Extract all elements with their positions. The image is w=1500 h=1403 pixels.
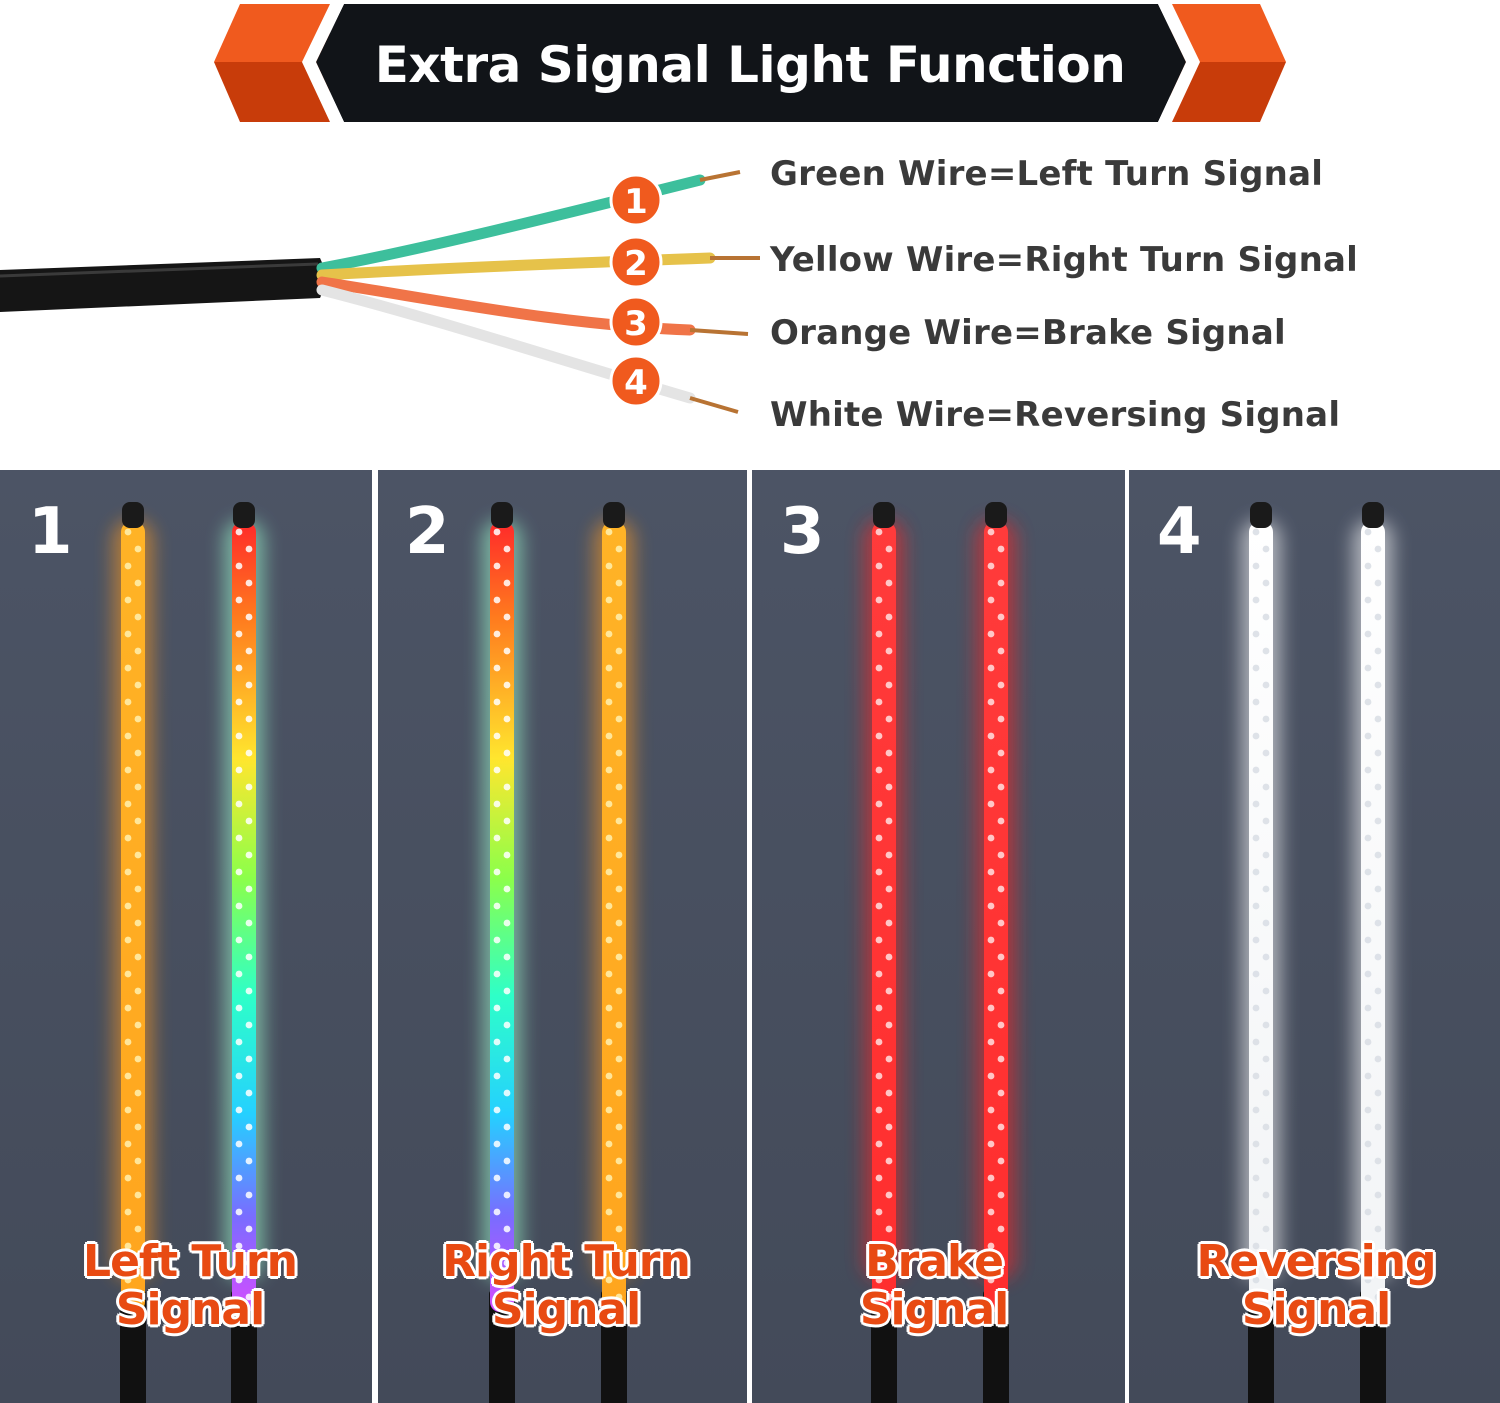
whip-cap (1362, 502, 1384, 528)
panel-reversing (1129, 470, 1500, 1403)
wire-label-green: Green Wire=Left Turn Signal (770, 154, 1324, 194)
whip-cap (985, 502, 1007, 528)
caption-left-turn: Left Turn Signal (10, 1238, 370, 1334)
panel-number-4: 4 (1157, 495, 1202, 569)
caption-line-2: Signal (859, 1284, 1009, 1335)
wire-label-orange: Orange Wire=Brake Signal (770, 313, 1286, 353)
left-whip-light (482, 502, 522, 1403)
whip-base (489, 1290, 515, 1403)
caption-line-2: Signal (491, 1284, 641, 1335)
caption-brake: Brake Signal (754, 1238, 1114, 1334)
whip-base (231, 1290, 257, 1403)
whip-cap (1250, 502, 1272, 528)
caption-line-1: Right Turn (442, 1236, 691, 1287)
whip-base (983, 1290, 1009, 1403)
whip-base (601, 1290, 627, 1403)
left-whip-light (113, 502, 153, 1403)
caption-line-2: Signal (115, 1284, 265, 1335)
panel-1-whips (113, 502, 264, 1403)
whip-tube (490, 522, 514, 1312)
yellow-wire (316, 252, 716, 281)
left-whip-light (1241, 502, 1281, 1403)
panel-3-whips (864, 502, 1016, 1403)
caption-line-1: Brake (865, 1236, 1004, 1287)
svg-text:3: 3 (624, 304, 648, 344)
whip-base (120, 1290, 146, 1403)
panel-number-3: 3 (780, 495, 825, 569)
right-whip-light (976, 502, 1016, 1403)
panel-left-turn (0, 470, 372, 1403)
wiring-diagram: 1 2 3 4 (0, 4, 1286, 414)
caption-right-turn: Right Turn Signal (386, 1238, 746, 1334)
panel-brake (752, 470, 1125, 1403)
caption-line-2: Signal (1241, 1284, 1391, 1335)
page-title: Extra Signal Light Function (374, 36, 1126, 94)
whip-cap (603, 502, 625, 528)
banner-body (316, 4, 1186, 122)
panel-number-2: 2 (405, 495, 450, 569)
whip-base (1360, 1290, 1386, 1403)
whip-cap (122, 502, 144, 528)
whip-tube (1249, 522, 1273, 1312)
whip-tube (872, 522, 896, 1312)
panel-number-1: 1 (28, 495, 73, 569)
caption-line-1: Left Turn (83, 1236, 298, 1287)
whip-base (871, 1290, 897, 1403)
right-whip-light (594, 502, 634, 1403)
caption-line-1: Reversing (1196, 1236, 1436, 1287)
whip-cap (491, 502, 513, 528)
whip-tube (984, 522, 1008, 1312)
whip-tube (602, 522, 626, 1312)
banner-right-tab (1170, 4, 1286, 122)
svg-text:1: 1 (624, 182, 648, 222)
whip-tube (232, 522, 256, 1312)
caption-reversing: Reversing Signal (1136, 1238, 1496, 1334)
whip-tube (121, 522, 145, 1312)
wire-label-white: White Wire=Reversing Signal (770, 395, 1341, 435)
whip-cap (873, 502, 895, 528)
left-whip-light (864, 502, 904, 1403)
svg-text:4: 4 (624, 363, 648, 403)
whip-tube (1361, 522, 1385, 1312)
whip-base (1248, 1290, 1274, 1403)
right-whip-light (1353, 502, 1393, 1403)
whip-cap (233, 502, 255, 528)
panel-right-turn (378, 470, 747, 1403)
badge-4: 4 (609, 354, 663, 408)
badge-3: 3 (609, 295, 663, 349)
banner-left-tab (214, 4, 330, 122)
badge-1: 1 (609, 173, 663, 227)
right-whip-light (224, 502, 264, 1403)
svg-text:2: 2 (624, 244, 648, 284)
wire-label-yellow: Yellow Wire=Right Turn Signal (770, 240, 1358, 280)
panel-2-whips (482, 502, 634, 1403)
badge-2: 2 (609, 235, 663, 289)
panel-4-whips (1241, 502, 1393, 1403)
